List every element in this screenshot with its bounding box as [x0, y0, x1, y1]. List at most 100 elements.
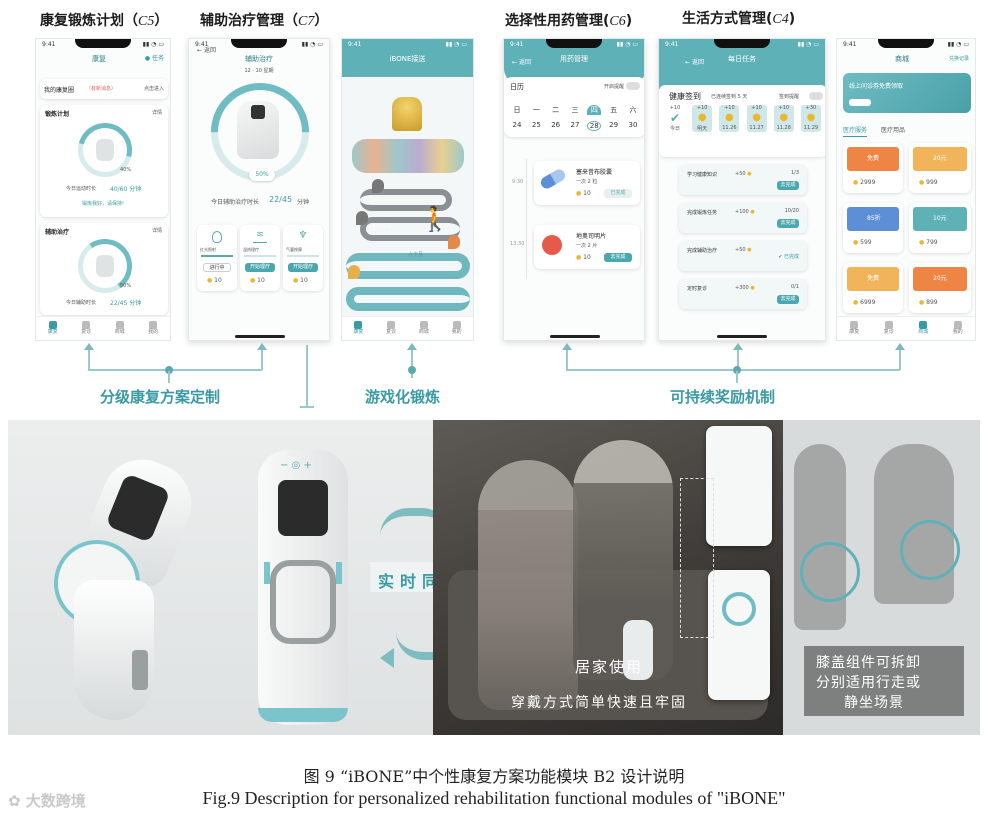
- date-cell[interactable]: 24: [512, 121, 522, 129]
- tab-shop[interactable]: 商城: [115, 321, 125, 336]
- promo-cta[interactable]: [849, 99, 871, 106]
- back-button[interactable]: ← 返回: [512, 59, 531, 66]
- med-card-diosmin[interactable]: 地奥司明片 一次 2 片 ● 10 去完成: [534, 225, 640, 269]
- mode-card-heat[interactable]: ≋ 温热理疗 开始理疗 ● 10: [240, 225, 280, 291]
- checkin-day[interactable]: +10●11.26: [719, 105, 740, 132]
- task-card-exercise[interactable]: 完成锻炼任务 +100 ● 10/20 去完成: [679, 203, 807, 233]
- checkin-day[interactable]: +30●11.29: [800, 105, 821, 132]
- exchange-record-link[interactable]: 兑换记录: [948, 56, 969, 62]
- checkin-day-row: +10✔今日 +10●明天 +10●11.26 +10●11.27 +10●11…: [665, 105, 821, 132]
- date-cell-selected[interactable]: 28: [587, 121, 602, 131]
- assist-therapy-card[interactable]: 辅助治疗 详情 50% 今日辅助时长 22/45 分钟: [40, 223, 168, 315]
- checkin-day-today[interactable]: +10✔今日: [669, 105, 681, 132]
- feature-label-reward: 可持续奖励机制: [670, 388, 776, 406]
- coupon-card[interactable]: 免费 ● 6999: [843, 263, 903, 313]
- enter-link[interactable]: 点击进入: [143, 86, 164, 92]
- rehab-circle-card[interactable]: 我的康复圈 （有新消息） 点击进入: [40, 79, 168, 99]
- date-cell[interactable]: 30: [628, 121, 638, 129]
- coupon-card[interactable]: 85折 ● 599: [843, 203, 903, 253]
- section-title-exercise-plan: 康复锻炼计划（C5）: [40, 13, 169, 29]
- exercise-plan-card[interactable]: 锻炼计划 详情 40% 今日运动时长 40/60 分钟 锻炼我好，请保持!: [40, 105, 168, 217]
- task-go-button[interactable]: 去完成: [777, 219, 799, 228]
- checkin-remind-toggle[interactable]: [809, 92, 823, 100]
- device-controls-icon: − ◎ +: [280, 460, 312, 471]
- milestone-marker: [348, 265, 360, 279]
- tab-shop[interactable]: 商城: [918, 321, 928, 336]
- phone-daily-tasks: 9:41▮▮ ◔ ▭ ← 返回每日任务 健康签到 已连续签到 5 天 签到提醒 …: [658, 38, 826, 341]
- calendar-card: 日历 开启提醒 日 一 二 三 四 五 六 24 25 26 27 28 29 …: [504, 77, 644, 137]
- coupon-card[interactable]: 20元 ● 999: [909, 143, 971, 193]
- task-card-learn[interactable]: 学习健康知识 +50 ● 1/3 去完成: [679, 165, 807, 195]
- task-card-therapy[interactable]: 完成辅助治疗 +50 ● ✔ 已完成: [679, 241, 807, 271]
- task-go-button[interactable]: 去完成: [777, 181, 799, 190]
- task-name: 完成锻炼任务: [687, 210, 718, 216]
- date-cell[interactable]: 25: [531, 121, 541, 129]
- start-therapy-button[interactable]: 开始理疗: [245, 263, 275, 272]
- weekday-label: 二: [552, 106, 560, 114]
- connector-line: [737, 350, 739, 370]
- task-card-revisit[interactable]: 定时复诊 +300 ● 0/1 去完成: [679, 279, 807, 309]
- med-card-celecoxib[interactable]: 塞来昔布胶囊 一次 2 粒 ● 10 已完成: [534, 161, 640, 205]
- banner-text: 线上问诊券免费领取: [849, 83, 904, 90]
- tab-revisit[interactable]: 复诊: [386, 321, 396, 336]
- exercise-percent: 40%: [120, 167, 132, 173]
- connector-line: [261, 350, 263, 370]
- knee-device-bent: [44, 447, 204, 725]
- detach-label-line3: 静坐场景: [844, 695, 904, 711]
- tab-bar: 康复 复诊 商城 我的: [837, 316, 975, 340]
- coupon-card[interactable]: 20元 ● 899: [909, 263, 971, 313]
- tab-rehab[interactable]: 康复: [353, 321, 363, 336]
- tab-shop[interactable]: 商城: [419, 321, 429, 336]
- task-link[interactable]: ● 任务: [144, 55, 164, 62]
- page-title: iBONE接送: [389, 55, 426, 63]
- mode-card-red-light[interactable]: 红光照射 进行中 ● 10: [197, 225, 237, 291]
- checkin-day[interactable]: +10●11.27: [746, 105, 767, 132]
- start-therapy-button[interactable]: 开始理疗: [288, 263, 318, 272]
- date-cell[interactable]: 27: [570, 121, 580, 129]
- remind-toggle[interactable]: [626, 82, 640, 90]
- watermark-logo-icon: ✿: [8, 792, 26, 810]
- promo-banner[interactable]: 线上问诊券免费领取: [843, 73, 971, 113]
- assist-time-value: 22/45 分钟: [110, 300, 142, 307]
- detail-link[interactable]: 详情: [151, 110, 162, 116]
- detail-link[interactable]: 详情: [151, 228, 162, 234]
- task-progress: 10/20: [784, 208, 799, 214]
- coin-count: ● 10: [250, 277, 265, 284]
- game-path-lower: [346, 253, 470, 279]
- med-done-button[interactable]: 已完成: [604, 189, 632, 198]
- phone-notch: [878, 39, 934, 48]
- back-button[interactable]: ← 返回: [197, 47, 216, 54]
- task-name: 学习健康知识: [687, 172, 718, 178]
- tab-revisit[interactable]: 复诊: [81, 321, 91, 336]
- coupon-tag: 20元: [933, 155, 947, 162]
- task-go-button[interactable]: 去完成: [777, 295, 799, 304]
- coupon-face: [913, 147, 967, 171]
- tab-me[interactable]: 我的: [953, 321, 963, 336]
- tab-me[interactable]: 我的: [148, 321, 158, 336]
- tab-me[interactable]: 我的: [452, 321, 462, 336]
- tab-rehab[interactable]: 康复: [48, 321, 58, 336]
- home-indicator: [550, 335, 600, 338]
- coupon-tag: 免费: [867, 275, 880, 282]
- therapy-time-unit: 分钟: [297, 199, 310, 206]
- back-button[interactable]: ← 返回: [685, 59, 704, 66]
- checkin-day[interactable]: +10●明天: [692, 105, 713, 132]
- date-cell[interactable]: 29: [609, 121, 619, 129]
- tab-medical-service[interactable]: 医疗服务: [843, 125, 868, 137]
- connector-line: [411, 350, 413, 378]
- rehab-circle-label: 我的康复圈: [44, 87, 75, 94]
- mode-card-massage[interactable]: ♆ 气囊按摩 开始理疗 ● 10: [283, 225, 323, 291]
- coupon-card[interactable]: 10元 ● 799: [909, 203, 971, 253]
- checkin-day[interactable]: +10●11.28: [773, 105, 794, 132]
- figure-caption-english: Fig.9 Description for personalized rehab…: [202, 788, 786, 808]
- coupon-tag: 85折: [867, 215, 881, 222]
- mode-progress: [201, 255, 233, 257]
- coupon-card[interactable]: 免费 ● 2999: [843, 143, 903, 193]
- date-cell[interactable]: 26: [551, 121, 561, 129]
- med-todo-button[interactable]: 去完成: [604, 253, 632, 262]
- tab-medical-supply[interactable]: 医疗用品: [881, 127, 906, 134]
- tab-rehab[interactable]: 康复: [849, 321, 859, 336]
- tab-revisit[interactable]: 复诊: [884, 321, 894, 336]
- watermark: ✿ 大数跨境: [8, 792, 86, 810]
- mode-status-button[interactable]: 进行中: [203, 263, 231, 272]
